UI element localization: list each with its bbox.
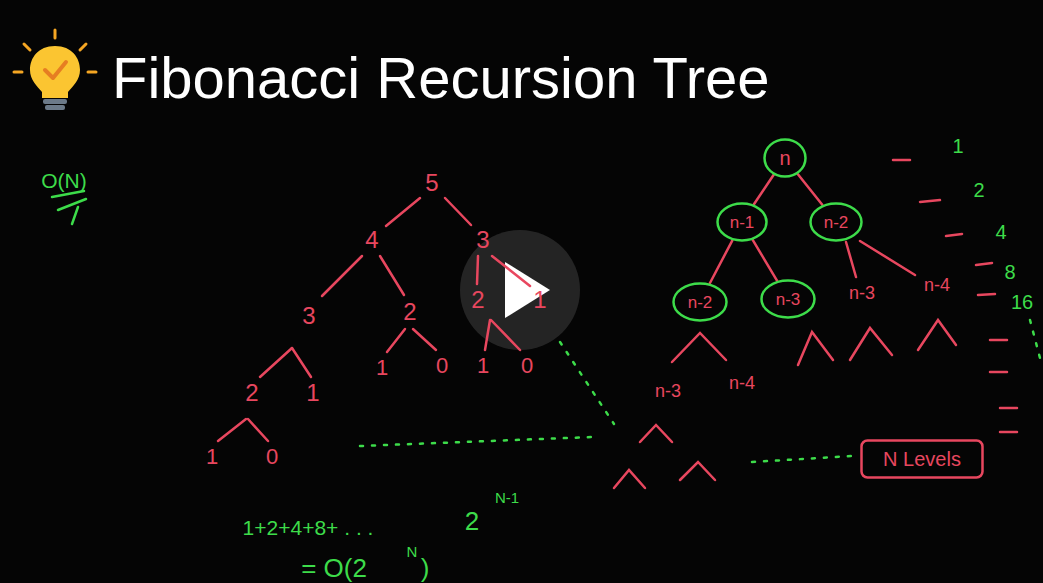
node-text: n-3 — [776, 291, 801, 308]
level-count: 1 — [952, 136, 963, 156]
tree-value: 0 — [266, 446, 278, 468]
recursion-call-circle: n-2 — [672, 282, 728, 322]
levels-box: N Levels — [860, 439, 984, 479]
recursion-call-circle: n-1 — [716, 202, 768, 242]
tree-value: 2 — [403, 300, 416, 324]
recursion-call-circle: n-2 — [809, 202, 863, 242]
tree-term: n-3 — [655, 382, 681, 400]
node-text: n-1 — [730, 214, 755, 231]
tree-value: 3 — [476, 228, 489, 252]
tree-value: 1 — [306, 381, 319, 405]
tree-value: 3 — [302, 304, 315, 328]
node-text: N Levels — [883, 449, 961, 469]
recursion-call-circle: n — [763, 138, 807, 178]
tree-lines — [218, 198, 956, 488]
recursion-branch — [754, 175, 774, 204]
tree-value: 4 — [365, 228, 378, 252]
level-count: 2 — [973, 180, 984, 200]
sum-series: 1+2+4+8+ . . . — [243, 517, 374, 538]
recursion-call-circle: n-3 — [760, 279, 816, 319]
title: Fibonacci Recursion Tree — [112, 49, 770, 107]
scribble — [52, 191, 86, 224]
recursion-branch — [710, 241, 732, 284]
node-text: n-2 — [688, 294, 713, 311]
recursion-branch — [753, 240, 777, 280]
tree-value: 2 — [245, 381, 258, 405]
level-count: 4 — [995, 222, 1006, 242]
level-count: 16 — [1011, 292, 1033, 312]
tree-value: 1 — [376, 357, 388, 379]
tree-term: n-3 — [849, 284, 875, 302]
big-o-result: ) — [421, 555, 430, 581]
level-dashes — [893, 160, 1017, 432]
bulb-icon — [14, 30, 96, 110]
tree-value: 1 — [477, 355, 489, 377]
complexity-note: O(N) — [41, 170, 87, 191]
exponent: N-1 — [495, 490, 519, 505]
tree-term: n-4 — [729, 374, 755, 392]
exponent: N — [407, 544, 418, 559]
level-count: 8 — [1004, 262, 1015, 282]
tree-value: 0 — [521, 355, 533, 377]
recursion-branch — [798, 174, 822, 205]
sum-term: 2 — [465, 508, 479, 534]
tree-value: 2 — [471, 288, 484, 312]
tree-value: 5 — [425, 171, 438, 195]
tree-value: 1 — [533, 288, 546, 312]
tree-value: 0 — [436, 355, 448, 377]
node-text: n-2 — [824, 214, 849, 231]
node-text: n — [779, 148, 790, 168]
big-o-result: = O(2 — [301, 555, 367, 581]
tree-value: 1 — [206, 446, 218, 468]
tree-term: n-4 — [924, 276, 950, 294]
